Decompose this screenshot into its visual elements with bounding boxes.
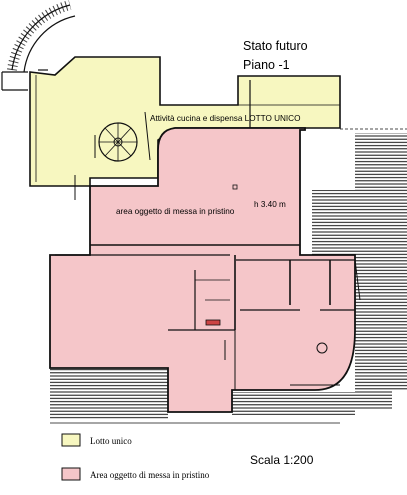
title-line-1: Stato futuro [243, 39, 308, 53]
legend-label-pristino: Area oggetto di messa in pristino [90, 470, 210, 480]
legend-swatch-lotto [61, 433, 81, 447]
title-line-2: Piano -1 [243, 58, 290, 72]
area-label: area oggetto di messa in pristino [116, 207, 235, 216]
pristino-zone [49, 127, 356, 413]
height-label: h 3.40 m [254, 200, 286, 209]
legend: Lotto unico Area oggetto di messa in pri… [61, 433, 210, 481]
scale-label: Scala 1:200 [250, 453, 314, 467]
internal-walls [55, 184, 361, 390]
curved-balcony [1, 0, 76, 91]
legend-label-lotto: Lotto unico [90, 436, 132, 446]
kitchen-label: Attività cucina e dispensa LOTTO UNICO [150, 114, 300, 123]
lotto-inner-wall [144, 111, 151, 161]
spiral-staircase [98, 122, 138, 162]
legend-swatch-pristino [61, 467, 81, 481]
